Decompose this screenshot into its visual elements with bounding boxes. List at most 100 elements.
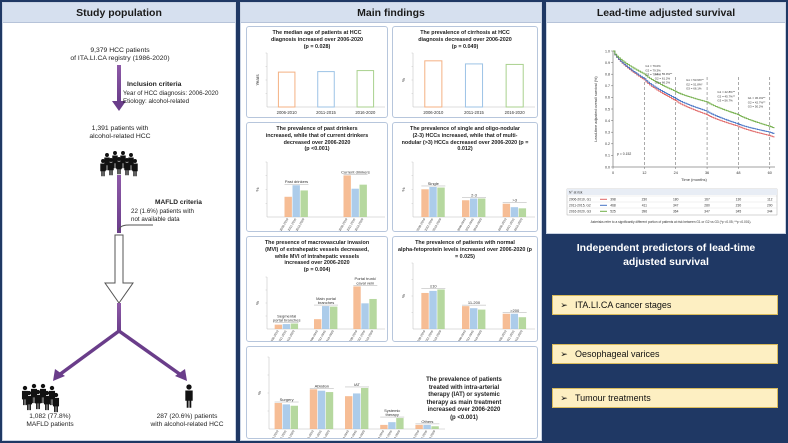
period-label: 2011-2015 [418,429,429,439]
group-label: portal branches [273,318,301,323]
group-label: therapy [386,412,399,417]
included-text: 1,391 patients with alcohol-related HCC [89,125,151,141]
person-icon [124,158,130,176]
y-axis-label: % [257,391,262,395]
km-annotation: G3 = 66.2% [655,81,671,85]
risk-value: 280 [704,204,710,208]
group-label: Main portal [316,296,336,301]
finding-title-text: The prevalence of patients treated with … [426,377,502,413]
finding-title-text: The prevalence of past drinkers increase… [265,126,369,146]
bar [274,403,282,429]
risk-row-label: 2011-2015, G2 [569,204,591,208]
bar [290,405,298,429]
finding-title-text: The prevalence of patients with normal a… [398,240,515,253]
registry-text: 9,379 HCC patients of ITA.LI.CA registry… [70,47,170,63]
y-axis-label: % [401,294,406,298]
predictors-panel: Independent predictors of lead-time adju… [546,237,786,441]
arrow-icon: ➢ [560,392,568,403]
bar [359,184,367,217]
period-label: 2016-2020 [432,329,443,342]
bar [424,60,443,108]
finding-title: The median age of patients at HCC diagno… [251,30,383,50]
bar [277,71,296,108]
bar [345,396,353,429]
bar [502,313,511,329]
km-annotation: G3 = 56.7% [717,99,733,103]
group-label: Current drinkers [341,169,370,174]
period-label: 2011-2015 [356,329,367,342]
km-y-axis-label: Lead-time adjusted overall survival (%) [594,76,598,142]
risk-value: 130 [736,198,742,202]
person-icon [25,390,33,411]
bar [361,303,369,329]
risk-value: 345 [736,210,742,214]
group-label: Portal trunk/ [355,276,377,281]
mafld-criteria-text: 22 (1.6%) patients with not available da… [131,208,194,223]
y-axis-label: % [255,187,260,191]
period-label: 2016-2020 [390,429,401,439]
bar [429,186,437,217]
km-y-tick-label: 0.4 [605,119,610,123]
bar [351,188,359,217]
km-curve-1 [613,50,775,138]
main-findings-header: Main findings [241,3,541,23]
group-label: 11-200 [468,300,481,305]
bar [314,319,322,329]
km-y-tick-label: 0.6 [605,96,610,100]
period-label: 2011-2015 [346,217,357,232]
bar [322,306,330,329]
bar [274,324,283,329]
period-label: 2016-2020 [355,429,366,439]
risk-value: 347 [704,210,710,214]
group-label: ≤10 [430,283,437,288]
bar-chart: %2006-20102011-20152016-2020Single2006-2… [401,161,535,232]
period-label: 2016-2020 [472,329,483,342]
split-arrow-left [57,329,121,377]
flow-arrowhead-1 [112,101,126,111]
y-axis-label: % [255,301,260,305]
finding-panel-2: The prevalence of cirrhosis at HCC diagn… [392,26,538,118]
bar [510,207,519,217]
bar-chart: %2006-20102011-20152016-2020Surgery2006-… [257,356,445,439]
bar [421,189,429,217]
p-value: 2006-2020 (p = 0.012) [457,139,529,153]
arrow-icon: ➢ [560,348,568,359]
period-label: 2016-2020 [354,217,365,232]
period-label: 2006-2010 [269,329,280,342]
risk-value: 347 [673,204,679,208]
flow-arrow-3 [117,303,121,333]
period-label: 2006-2010 [304,429,315,439]
flow-arrows [53,65,187,381]
person-icon [34,389,42,410]
km-y-tick-label: 0.7 [605,84,610,88]
bar [464,63,484,108]
bar [380,424,388,429]
km-annotation: G1 = 53.9%** [686,78,704,82]
split-arrow-right [117,329,183,377]
person-icon [132,159,138,177]
period-label: 2006-2010 [348,329,359,342]
period-label: 2006-2010 [456,329,467,342]
finding-title-text: The prevalence of cirrhosis at HCC diagn… [418,30,512,43]
finding-panel-4: The prevalence of single and oligo-nodul… [392,122,538,232]
category-label: 2006-2010 [277,110,298,115]
people-icon-mafld [21,383,193,413]
alcohol-group-text: 287 (20.6%) patients with alcohol-relate… [150,413,224,429]
bar [429,290,437,329]
period-label: 2016-2020 [320,429,331,439]
bar [518,317,527,329]
finding-title: The prevalence of patients treated with … [397,377,531,422]
group-label: caval vein [356,280,374,285]
group-label: Single [428,181,440,186]
period-label: 2011-2015 [383,429,394,439]
finding-panel-6: The prevalence of patients with normal a… [392,236,538,342]
km-annotation: G2 = 61.2% [655,76,671,80]
group-label: Systemic [384,408,400,413]
bar [282,404,290,429]
period-label: 2011-2015 [424,217,435,232]
category-label: 2016-2020 [505,110,526,115]
group-label: Others [421,419,433,424]
km-x-tick-label: 12 [642,171,646,175]
bar [478,309,486,329]
